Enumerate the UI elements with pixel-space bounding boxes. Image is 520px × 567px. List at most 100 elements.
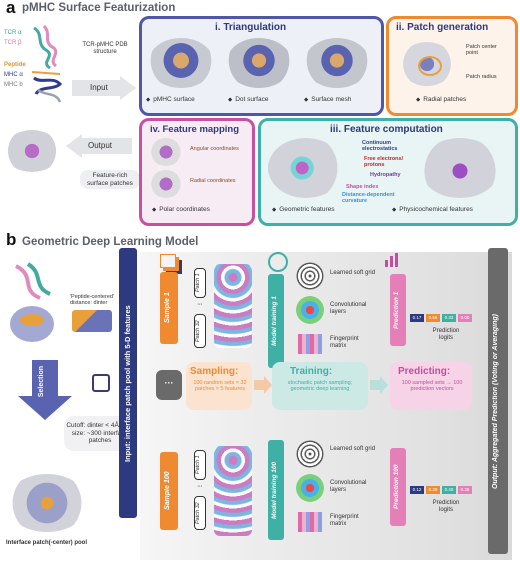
input-bar bbox=[119, 248, 137, 518]
radial-patches-label: Radial patches bbox=[416, 96, 466, 105]
triangulation-item-1: pMHC surface bbox=[146, 96, 195, 105]
legend-tcr-b: TCR β bbox=[4, 40, 22, 46]
panel-a-title: pMHC Surface Featurization bbox=[22, 2, 176, 14]
triangulation-item-3: Surface mesh bbox=[304, 96, 351, 105]
patch-center-label: Patch center point bbox=[466, 44, 497, 56]
angular-coords-image bbox=[150, 138, 182, 166]
input-arrow bbox=[72, 76, 136, 100]
feature-label-electrostatics: Continuum electrostatics bbox=[362, 140, 398, 152]
feature-label-shape-index: Shape index bbox=[346, 184, 379, 190]
logit-1-b: 0.56 bbox=[426, 314, 440, 322]
predicting-box bbox=[390, 362, 472, 410]
interface-pool-image bbox=[6, 474, 88, 532]
legend-mhc-a: MHC α bbox=[4, 72, 23, 78]
logit-100-c: 0.40 bbox=[442, 486, 456, 494]
patch-1-bottom: Patch 1 bbox=[194, 450, 206, 480]
feature-label-hydropathy: Hydropathy bbox=[370, 172, 401, 178]
prediction-logits-label-bottom: Prediction logits bbox=[432, 500, 460, 513]
triangulation-item-2: Dot surface bbox=[228, 96, 268, 105]
training-arrow bbox=[370, 376, 388, 394]
peptide-distance-image bbox=[72, 310, 112, 332]
training-title: Training: bbox=[290, 366, 333, 377]
soft-grid-image-top bbox=[296, 262, 324, 290]
selection-icon bbox=[92, 374, 110, 392]
predicting-title: Predicting: bbox=[398, 366, 451, 377]
dot-surface-image bbox=[226, 38, 292, 88]
conv-image-top bbox=[296, 296, 324, 324]
physicochemical-features-label: Physicochemical features bbox=[392, 206, 473, 215]
feature-comp-image-2 bbox=[420, 138, 500, 198]
legend-tcr-a: TCR α bbox=[4, 30, 22, 36]
angular-coords-label: Angular coordinates bbox=[190, 146, 239, 152]
selection-arrow bbox=[14, 360, 72, 420]
prediction-1-label: Prediction 1 bbox=[393, 291, 400, 329]
logit-1-a: 0.17 bbox=[410, 314, 424, 322]
training-desc: stochastic patch sampling; geometric dee… bbox=[287, 380, 353, 392]
output-bar-label: Output: Aggregated Prediction (Voting or… bbox=[492, 314, 499, 490]
patch-32-top: Patch 32 bbox=[194, 314, 206, 348]
fingerprint-label-top: Fingerprint matrix bbox=[330, 336, 359, 349]
conv-image-bottom bbox=[296, 474, 324, 502]
logit-100-d: 0.35 bbox=[458, 486, 472, 494]
radial-coords-image bbox=[150, 170, 182, 198]
sampling-box bbox=[186, 362, 252, 410]
learned-grid-label-top: Learned soft grid bbox=[330, 270, 376, 276]
dots-label: ··· bbox=[164, 378, 174, 388]
prediction-100-bar bbox=[390, 448, 406, 526]
feature-label-free-electrons: Free electrons/ protons bbox=[364, 156, 404, 168]
triangulation-title: i. Triangulation bbox=[215, 22, 287, 33]
fingerprint-image-bottom bbox=[298, 512, 322, 532]
polar-coords-label: Polar coordinates bbox=[152, 206, 210, 215]
training-box bbox=[272, 362, 368, 410]
fingerprint-label-bottom: Fingerprint matrix bbox=[330, 514, 359, 527]
peptide-centered-label: 'Peptide-centered' distance: dinter bbox=[70, 294, 114, 306]
radial-coords-label: Radial coordinates bbox=[190, 178, 236, 184]
brain-network-icon bbox=[268, 252, 288, 272]
predicting-desc: 100 sampled sets → 100 prediction vector… bbox=[401, 380, 463, 392]
geometric-features-label: Geometric features bbox=[272, 206, 334, 215]
feature-comp-image-1 bbox=[268, 138, 344, 198]
panel-b-title: Geometric Deep Learning Model bbox=[22, 236, 199, 248]
tcr-pmhc-structure-image bbox=[30, 24, 64, 106]
dots-box bbox=[156, 370, 182, 400]
prediction-logits-label-top: Prediction logits bbox=[432, 328, 460, 341]
sample-1-bar bbox=[160, 272, 178, 344]
feature-computation-title: iii. Feature computation bbox=[330, 124, 443, 135]
panel-b-letter: b bbox=[6, 230, 17, 249]
patch-radius-label: Patch radius bbox=[466, 74, 497, 80]
patch-dots-bottom: ··· bbox=[197, 484, 203, 490]
learned-grid-label-bottom: Learned soft grid bbox=[330, 446, 376, 452]
model-training-100-bar bbox=[268, 440, 284, 540]
peptide-centered-structure-image bbox=[6, 262, 58, 350]
pmhc-surface-image bbox=[148, 38, 214, 88]
input-bar-label: Input: interface patch pool with 5-D fea… bbox=[123, 305, 132, 463]
output-arrow bbox=[66, 134, 132, 158]
legend-mhc-b: MHC b bbox=[4, 82, 23, 88]
selection-label: Selection bbox=[38, 366, 45, 398]
output-bar bbox=[488, 248, 508, 554]
model-training-1-bar bbox=[268, 274, 284, 368]
output-surface-image bbox=[4, 130, 60, 172]
patch-images-bottom bbox=[214, 446, 252, 536]
conv-layers-label-bottom: Convolutional layers bbox=[330, 480, 367, 493]
bar-chart-icon bbox=[384, 252, 400, 268]
sample-100-label: Sample 100 bbox=[164, 471, 171, 511]
sample-100-bar bbox=[160, 452, 178, 530]
prediction-100-label: Prediction 100 bbox=[393, 464, 400, 510]
conv-layers-label-top: Convolutional layers bbox=[330, 302, 367, 315]
sampling-title: Sampling: bbox=[190, 366, 239, 377]
prediction-1-bar bbox=[390, 274, 406, 346]
patch-1-top: Patch 1 bbox=[194, 268, 206, 298]
patch-dots-top: ··· bbox=[197, 302, 203, 308]
logit-1-d: 0.00 bbox=[458, 314, 472, 322]
logit-100-b: 0.30 bbox=[426, 486, 440, 494]
pdb-structure-label: TCR-pMHC PDB structure bbox=[82, 42, 128, 55]
output-label: Output bbox=[88, 141, 113, 150]
patch-generation-title: ii. Patch generation bbox=[396, 22, 489, 33]
model-training-1-label: Model training 1 bbox=[271, 296, 278, 346]
input-label: Input bbox=[90, 83, 108, 92]
patch-32-bottom: Patch 32 bbox=[194, 496, 206, 530]
feature-mapping-title: iv. Feature mapping bbox=[150, 124, 240, 135]
surface-mesh-image bbox=[304, 38, 370, 88]
patch-radius-circle bbox=[418, 56, 442, 76]
